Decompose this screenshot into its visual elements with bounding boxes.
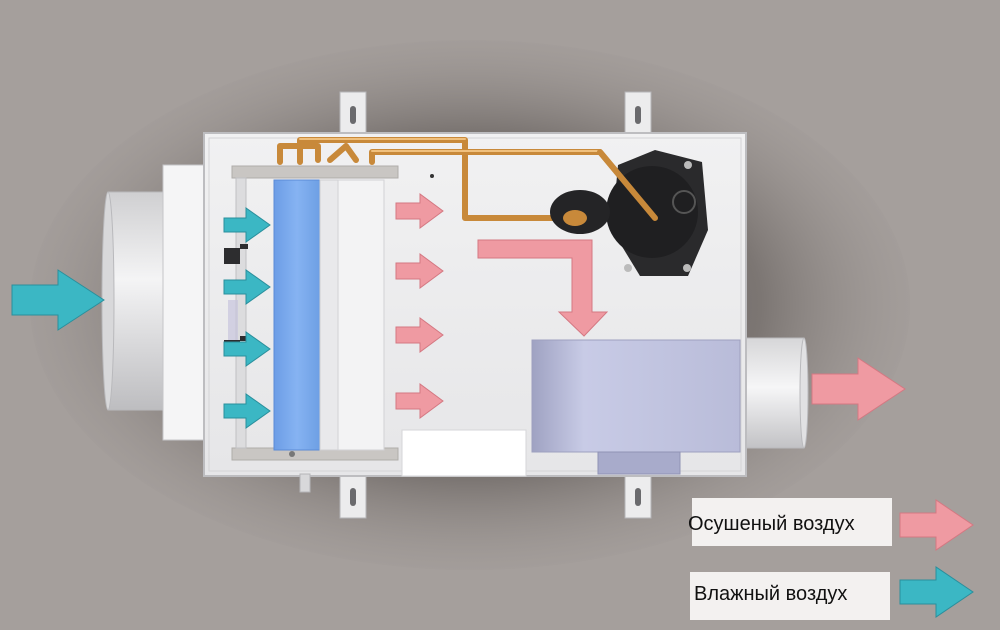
dry-air-arrow-2 [395, 253, 444, 289]
humid-air-arrow-2 [223, 269, 271, 305]
legend-background-humid [690, 572, 890, 620]
control-box [401, 429, 527, 477]
legend-dry-air-label: Осушеный воздух [688, 513, 855, 535]
evaporator-coil [231, 165, 399, 493]
humid-air-inlet-arrow [11, 269, 105, 331]
legend-background-dry [692, 498, 892, 546]
fan-housing [531, 339, 741, 475]
humid-air-arrows [11, 207, 271, 429]
dry-air-arrow-3 [395, 317, 444, 353]
humid-air-arrow-1 [223, 207, 271, 243]
humid-air-arrow-4 [223, 393, 271, 429]
mounting-bracket-top-right [624, 91, 652, 137]
humid-air-arrow-3 [223, 331, 271, 367]
discharge-pipe [597, 149, 658, 221]
inlet-duct [101, 164, 210, 441]
legend-humid-air-label: Влажный воздух [694, 583, 848, 605]
dry-air-arrow-4 [395, 383, 444, 419]
mounting-bracket-top-left [339, 91, 367, 137]
dry-air-turn-arrow [477, 239, 609, 337]
outlet-duct [741, 337, 809, 449]
dry-air-outlet-arrow [811, 357, 906, 421]
dry-air-arrows [395, 193, 906, 421]
mounting-bracket-bottom-left [339, 471, 367, 519]
dry-air-arrow-1 [395, 193, 444, 229]
mounting-bracket-bottom-right [624, 471, 652, 519]
